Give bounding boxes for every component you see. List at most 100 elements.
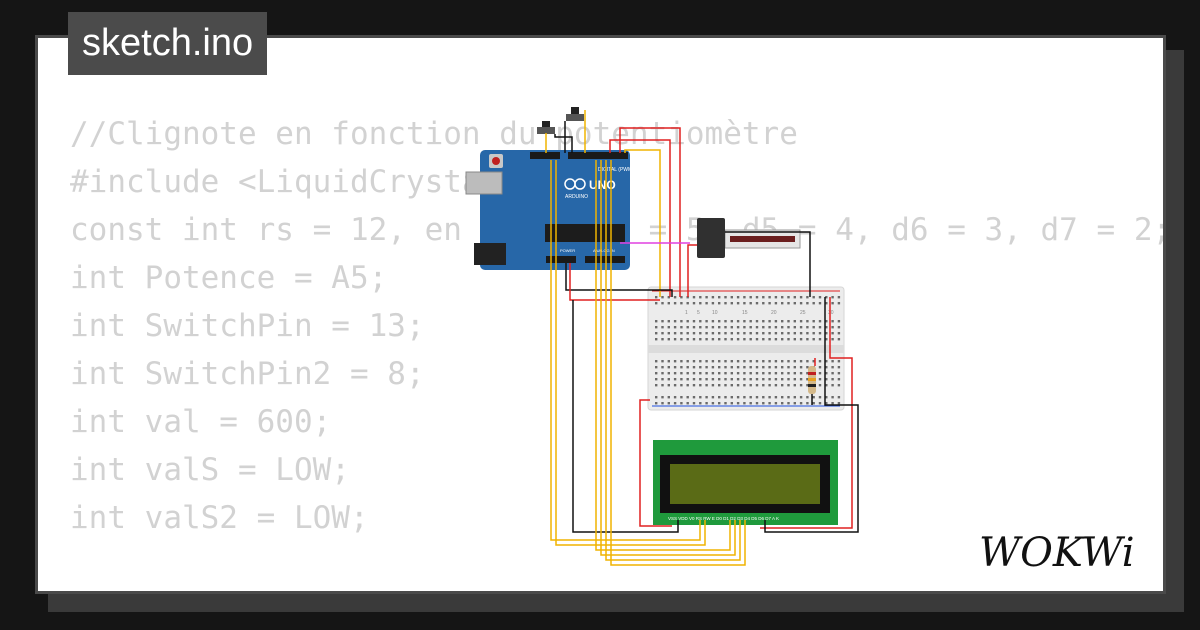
- breadboard-hole: [711, 320, 715, 323]
- breadboard-hole: [793, 326, 796, 329]
- breadboard-channel: [648, 345, 844, 353]
- breadboard-hole: [743, 396, 746, 399]
- breadboard-hole: [825, 302, 828, 305]
- wire-orange: [550, 160, 701, 541]
- breadboard-hole: [762, 384, 765, 387]
- code-line: int Potence = A5;: [70, 260, 388, 296]
- breadboard[interactable]: 1 5 10 15 20 25 30: [647, 286, 845, 411]
- breadboard-hole: [673, 320, 677, 323]
- breadboard-hole: [837, 366, 841, 369]
- code-editor[interactable]: //Clignote en fonction du potentiomètre#…: [70, 110, 1163, 542]
- breadboard-hole: [806, 320, 809, 323]
- breadboard-hole: [781, 396, 784, 399]
- breadboard-hole: [673, 302, 677, 305]
- breadboard-hole: [711, 384, 715, 387]
- breadboard-hole: [655, 384, 658, 387]
- breadboard-hole: [718, 332, 721, 335]
- breadboard-hole: [736, 372, 740, 375]
- breadboard-hole: [781, 332, 784, 335]
- wires: [545, 110, 859, 566]
- breadboard-hole: [655, 302, 658, 305]
- breadboard-hole: [680, 338, 683, 341]
- breadboard-hole: [680, 296, 683, 299]
- breadboard-hole: [749, 360, 752, 363]
- breadboard-hole: [818, 366, 822, 369]
- breadboard-hole: [755, 360, 759, 363]
- breadboard-hole: [825, 378, 828, 381]
- breadboard-hole: [774, 366, 778, 369]
- push-button-1[interactable]: [537, 121, 555, 134]
- slide-potentiometer[interactable]: [697, 218, 801, 258]
- breadboard-hole: [825, 372, 828, 375]
- breadboard-hole: [667, 372, 670, 375]
- breadboard-hole: [705, 320, 708, 323]
- column-label: 5: [697, 310, 700, 316]
- header-analog: [585, 256, 625, 263]
- lcd-display[interactable]: VSS VDD V0 RS RW E D0 D1 D2 D3 D4 D5 D6 …: [653, 440, 838, 525]
- breadboard-hole: [837, 296, 841, 299]
- breadboard-hole: [730, 402, 733, 405]
- breadboard-hole: [680, 378, 683, 381]
- breadboard-hole: [736, 396, 740, 399]
- column-label: 25: [800, 310, 806, 316]
- breadboard-hole: [724, 332, 727, 335]
- arduino-uno[interactable]: DIGITAL (PWM ~) UNO ARDUINO POWER ANALOG…: [465, 150, 638, 270]
- breadboard-hole: [686, 378, 689, 381]
- breadboard-hole: [661, 360, 664, 363]
- breadboard-hole: [762, 326, 765, 329]
- breadboard-hole: [705, 366, 708, 369]
- wire-orange: [610, 160, 746, 566]
- breadboard-hole: [718, 302, 721, 305]
- wire-red: [569, 263, 660, 301]
- breadboard-hole: [711, 338, 715, 341]
- breadboard-hole: [736, 384, 740, 387]
- breadboard-hole: [680, 320, 683, 323]
- pot-track: [730, 236, 795, 242]
- breadboard-hole: [711, 326, 715, 329]
- breadboard-hole: [686, 338, 689, 341]
- resistor-band: [808, 372, 816, 375]
- wokwi-logo[interactable]: WOKWi: [975, 522, 1150, 582]
- breadboard-hole: [718, 372, 721, 375]
- breadboard-hole: [768, 360, 771, 363]
- breadboard-hole: [774, 320, 778, 323]
- breadboard-hole: [768, 402, 771, 405]
- column-label: 30: [828, 310, 834, 316]
- breadboard-hole: [724, 372, 727, 375]
- breadboard-hole: [825, 332, 828, 335]
- breadboard-hole: [718, 360, 721, 363]
- pot-knob-icon[interactable]: [697, 218, 725, 258]
- breadboard-hole: [774, 360, 778, 363]
- breadboard-hole: [736, 360, 740, 363]
- breadboard-hole: [661, 320, 664, 323]
- breadboard-hole: [743, 332, 746, 335]
- breadboard-hole: [768, 384, 771, 387]
- breadboard-hole: [793, 302, 796, 305]
- breadboard-hole: [787, 384, 790, 387]
- breadboard-hole: [730, 396, 733, 399]
- column-label: 1: [685, 310, 688, 316]
- breadboard-hole: [787, 326, 790, 329]
- breadboard-hole: [831, 378, 834, 381]
- wire-red: [609, 139, 671, 297]
- breadboard-hole: [781, 384, 784, 387]
- breadboard-hole: [787, 378, 790, 381]
- breadboard-hole: [755, 384, 759, 387]
- breadboard-hole: [667, 320, 670, 323]
- breadboard-hole: [718, 402, 721, 405]
- breadboard-hole: [774, 402, 778, 405]
- breadboard-hole: [755, 302, 759, 305]
- push-button-2[interactable]: [566, 107, 584, 121]
- breadboard-hole: [692, 366, 696, 369]
- breadboard-hole: [749, 378, 752, 381]
- breadboard-hole: [762, 320, 765, 323]
- breadboard-hole: [730, 338, 733, 341]
- breadboard-hole: [837, 302, 841, 305]
- breadboard-hole: [831, 302, 834, 305]
- breadboard-hole: [699, 384, 702, 387]
- breadboard-hole: [837, 396, 841, 399]
- breadboard-hole: [812, 396, 815, 399]
- breadboard-hole: [736, 320, 740, 323]
- breadboard-hole: [831, 396, 834, 399]
